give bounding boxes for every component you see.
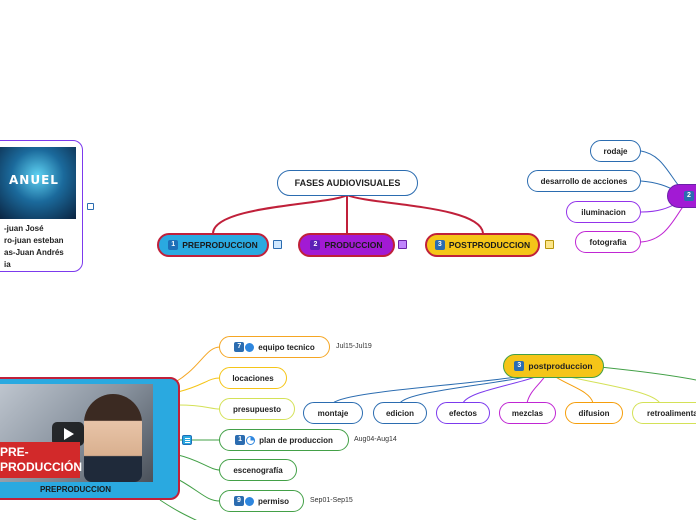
post-item-label: retroalimentacion <box>647 408 696 418</box>
post-item-label: difusion <box>578 408 610 418</box>
postproduccion-label: postproduccion <box>528 361 593 371</box>
topic-label: fotografia <box>589 237 627 247</box>
note-icon[interactable] <box>273 240 282 249</box>
task-date-range: Sep01-Sep15 <box>310 497 353 504</box>
phase-number-badge: 3 <box>434 240 445 250</box>
phase-number-badge: 3 <box>514 361 525 371</box>
task-label: locaciones <box>232 373 274 383</box>
progress-icon <box>246 435 256 445</box>
topic-rodaje[interactable]: rodaje <box>590 140 641 162</box>
task-label: escenografía <box>233 465 283 475</box>
note-icon[interactable] <box>398 240 407 249</box>
task-permiso[interactable]: 9 permiso <box>219 490 304 512</box>
phase-produccion[interactable]: 2 PRODUCCION <box>298 233 395 257</box>
task-equipo-tecnico[interactable]: 7 equipo tecnico <box>219 336 330 358</box>
phase-preproduccion[interactable]: 1 PREPRODUCCION <box>157 233 269 257</box>
topic-label: desarrollo de acciones <box>540 176 628 186</box>
task-date-range: Aug04-Aug14 <box>354 436 397 443</box>
task-label: presupuesto <box>232 404 281 414</box>
note-icon[interactable] <box>545 240 554 249</box>
album-cover-text: ANUEL <box>9 173 59 187</box>
task-presupuesto[interactable]: presupuesto <box>219 398 295 420</box>
task-date-range: Jul15-Jul19 <box>336 343 372 350</box>
post-item-mezclas[interactable]: mezclas <box>499 402 556 424</box>
task-label: equipo tecnico <box>258 342 315 352</box>
preproduction-block[interactable]: PRE- PRODUCCIÓN PREPRODUCCION <box>0 377 180 500</box>
post-item-label: efectos <box>448 408 477 418</box>
post-item-retroalimentacion[interactable]: retroalimentacion <box>632 402 696 424</box>
phase-label: PREPRODUCCION <box>182 240 258 250</box>
team-member-line: ia <box>4 260 11 269</box>
team-member-line: -juan José <box>4 224 44 233</box>
play-icon <box>64 428 74 440</box>
caption-line: PRE- <box>0 445 29 459</box>
preproduction-block-label: PREPRODUCCION <box>39 485 112 494</box>
topic-iluminacion[interactable]: iluminacion <box>566 201 641 223</box>
task-plan-de-produccion[interactable]: 1 plan de produccion <box>219 429 349 451</box>
person-figure <box>84 394 142 482</box>
task-label: permiso <box>257 496 290 506</box>
post-item-label: edicion <box>385 408 414 418</box>
task-locaciones[interactable]: locaciones <box>219 367 287 389</box>
post-item-montaje[interactable]: montaje <box>303 402 363 424</box>
phase-label: PRODUCCION <box>324 240 383 250</box>
phase-number-badge: 2 <box>684 191 694 201</box>
task-number-badge: 1 <box>235 435 246 445</box>
task-number-badge: 9 <box>233 496 244 506</box>
topic-label: iluminacion <box>581 207 626 217</box>
topic-fotografia[interactable]: fotografia <box>575 231 641 253</box>
phase-postproduccion[interactable]: 3 POSTPRODUCCION <box>425 233 540 257</box>
post-item-label: montaje <box>317 408 349 418</box>
team-member-line: as-Juan Andrés <box>4 248 64 257</box>
post-item-difusion[interactable]: difusion <box>565 402 623 424</box>
central-topic[interactable]: FASES AUDIOVISUALES <box>277 170 418 196</box>
topic-desarrollo-de-acciones[interactable]: desarrollo de acciones <box>527 170 641 192</box>
topic-label: rodaje <box>603 146 628 156</box>
task-label: plan de produccion <box>259 435 333 445</box>
post-item-efectos[interactable]: efectos <box>436 402 490 424</box>
note-icon[interactable] <box>87 203 94 210</box>
team-card[interactable]: ANUEL -juan José ro-juan esteban as-Juan… <box>0 140 83 272</box>
postproduccion-node[interactable]: 3 postproduccion <box>503 354 604 378</box>
caption-line: PRODUCCIÓN <box>0 460 83 474</box>
album-cover-image: ANUEL <box>0 147 76 219</box>
progress-icon <box>244 496 254 506</box>
phase-number-badge: 1 <box>168 240 179 250</box>
task-number-badge: 7 <box>234 342 245 352</box>
production-node-partial[interactable]: 2 <box>667 184 696 208</box>
progress-icon <box>245 342 255 352</box>
post-item-label: mezclas <box>511 408 544 418</box>
team-member-line: ro-juan esteban <box>4 236 64 245</box>
task-escenografia[interactable]: escenografía <box>219 459 297 481</box>
post-item-edicion[interactable]: edicion <box>373 402 427 424</box>
phase-number-badge: 2 <box>310 240 321 250</box>
preproduction-video-thumbnail[interactable]: PRE- PRODUCCIÓN <box>0 384 153 482</box>
preproduction-caption: PRE- PRODUCCIÓN <box>0 442 83 478</box>
phase-label: POSTPRODUCCION <box>448 240 531 250</box>
central-topic-label: FASES AUDIOVISUALES <box>294 178 401 188</box>
list-icon[interactable] <box>182 435 192 445</box>
